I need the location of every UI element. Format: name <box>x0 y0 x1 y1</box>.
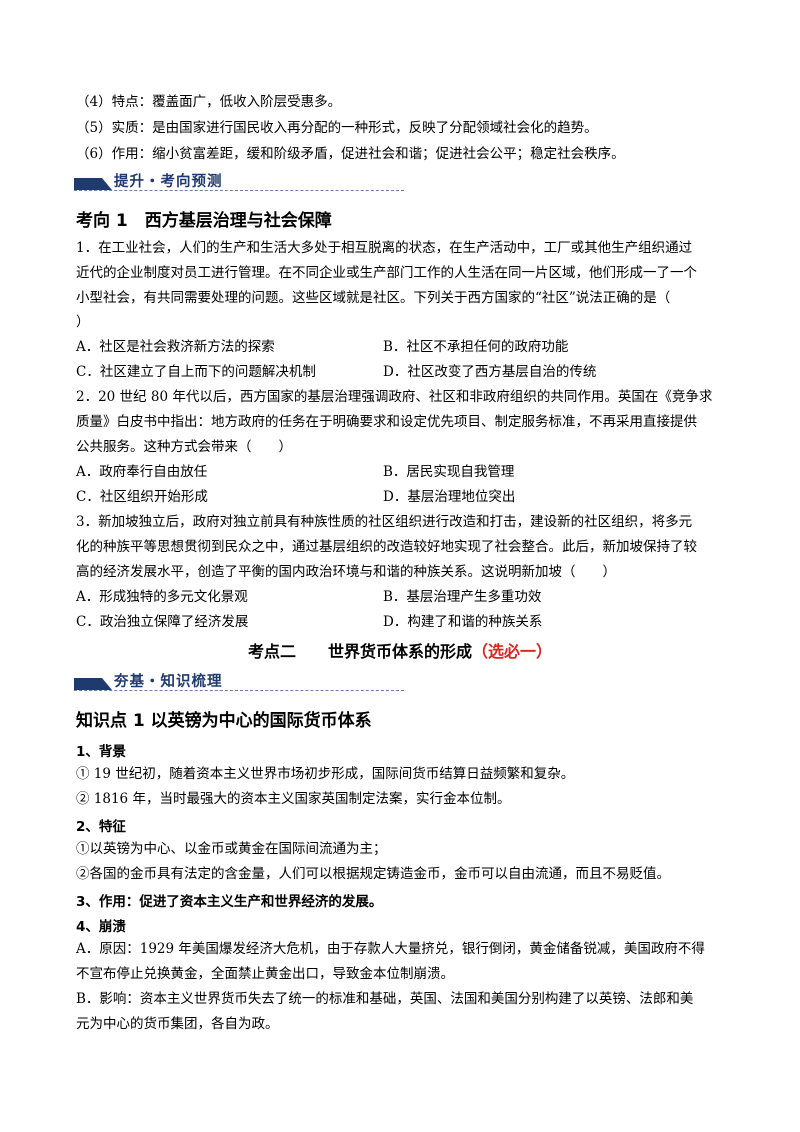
banner-rule <box>74 190 404 191</box>
q1-option-d: D．社区改变了西方基层自治的传统 <box>383 364 597 380</box>
q3-option-a: A．形成独特的多元文化景观 <box>76 589 248 605</box>
collapse-heading: 4、崩溃 <box>76 919 126 935</box>
collapse-cause-line-1: A．原因：1929 年美国爆发经济大危机，由于存款人大量挤兑，银行倒闭，黄金储备… <box>76 941 705 957</box>
banner-arrow-icon <box>102 178 112 190</box>
section-title-direction-1: 考向 1 西方基层治理与社会保障 <box>76 211 332 231</box>
q1-line-4: ） <box>76 314 90 330</box>
q1-option-c: C．社区建立了自上而下的问题解决机制 <box>76 364 316 380</box>
q2-line-2: 质量》白皮书中指出：地方政府的任务在于明确要求和设定优先项目、制定服务标准，不再… <box>76 414 697 430</box>
features-heading: 2、特征 <box>76 819 126 835</box>
topic-title: 考点二 世界货币体系的形成（选必一） <box>0 638 800 662</box>
section-banner-knowledge: 夯基・知识梳理 <box>74 670 404 692</box>
q1-line-2: 近代的企业制度对员工进行管理。在不同企业或生产部门工作的人生活在同一片区域，他们… <box>76 265 697 281</box>
q1-option-a: A．社区是社会救济新方法的探索 <box>76 339 275 355</box>
intro-point-4: （4）特点：覆盖面广，低收入阶层受惠多。 <box>76 94 342 110</box>
banner-bar-icon <box>74 178 102 190</box>
collapse-impact-line-1: B．影响：资本主义世界货币失去了统一的标准和基础，英国、法国和美国分别构建了以英… <box>76 991 694 1007</box>
collapse-cause-line-2: 不宣布停止兑换黄金，全面禁止黄金出口，导致金本位制崩溃。 <box>76 966 454 982</box>
intro-point-6: （6）作用：缩小贫富差距，缓和阶级矛盾，促进社会和谐；促进社会公平；稳定社会秩序… <box>76 146 625 162</box>
background-item-1: ① 19 世纪初，随着资本主义世界市场初步形成，国际间货币结算日益频繁和复杂。 <box>76 766 575 782</box>
banner-arrow-icon <box>102 678 112 690</box>
effect-heading: 3、作用：促进了资本主义生产和世界经济的发展。 <box>76 894 383 910</box>
banner-rule <box>74 690 404 691</box>
q2-option-d: D．基层治理地位突出 <box>383 489 516 505</box>
q3-option-c: C．政治独立保障了经济发展 <box>76 614 249 630</box>
q2-line-3: 公共服务。这种方式会带来（ ） <box>76 439 292 455</box>
topic-title-text: 考点二 世界货币体系的形成 <box>247 642 472 661</box>
q3-line-1: 3．新加坡独立后，政府对独立前具有种族性质的社区组织进行改造和打击，建设新的社区… <box>76 514 693 530</box>
q2-line-1: 2．20 世纪 80 年代以后，西方国家的基层治理强调政府、社区和非政府组织的共… <box>76 389 713 405</box>
section-banner-forecast: 提升・考向预测 <box>74 170 404 192</box>
q2-option-c: C．社区组织开始形成 <box>76 489 208 505</box>
q1-line-3: 小型社会，有共同需要处理的问题。这些区域就是社区。下列关于西方国家的“社区”说法… <box>76 290 671 306</box>
q1-line-1: 1．在工业社会，人们的生产和生活大多处于相互脱离的状态，在生产活动中，工厂或其他… <box>76 240 693 256</box>
topic-title-tag: （选必一） <box>472 642 553 661</box>
features-item-2: ②各国的金币具有法定的含金量，人们可以根据规定铸造金币，金币可以自由流通，而且不… <box>76 866 670 882</box>
background-item-2: ② 1816 年，当时最强大的资本主义国家英国制定法案，实行金本位制。 <box>76 791 511 807</box>
intro-point-5: （5）实质：是由国家进行国民收入再分配的一种形式，反映了分配领域社会化的趋势。 <box>76 120 598 136</box>
banner-label: 夯基・知识梳理 <box>114 673 223 690</box>
q3-line-2: 化的种族平等思想贯彻到民众之中，通过基层组织的改造较好地实现了社会整合。此后，新… <box>76 539 697 555</box>
q3-option-b: B．基层治理产生多重功效 <box>383 589 542 605</box>
features-item-1: ①以英镑为中心、以金币或黄金在国际间流通为主； <box>76 841 387 857</box>
banner-bar-icon <box>74 678 102 690</box>
q1-option-b: B．社区不承担任何的政府功能 <box>383 339 569 355</box>
q3-line-3: 高的经济发展水平，创造了平衡的国内政治环境与和谐的种族关系。这说明新加坡（ ） <box>76 564 616 580</box>
knowledge-point-title: 知识点 1 以英镑为中心的国际货币体系 <box>76 711 372 731</box>
q3-option-d: D．构建了和谐的种族关系 <box>383 614 543 630</box>
q2-option-b: B．居民实现自我管理 <box>383 464 515 480</box>
collapse-impact-line-2: 元为中心的货币集团，各自为政。 <box>76 1016 279 1032</box>
q2-option-a: A．政府奉行自由放任 <box>76 464 208 480</box>
background-heading: 1、背景 <box>76 744 126 760</box>
banner-label: 提升・考向预测 <box>114 173 223 190</box>
